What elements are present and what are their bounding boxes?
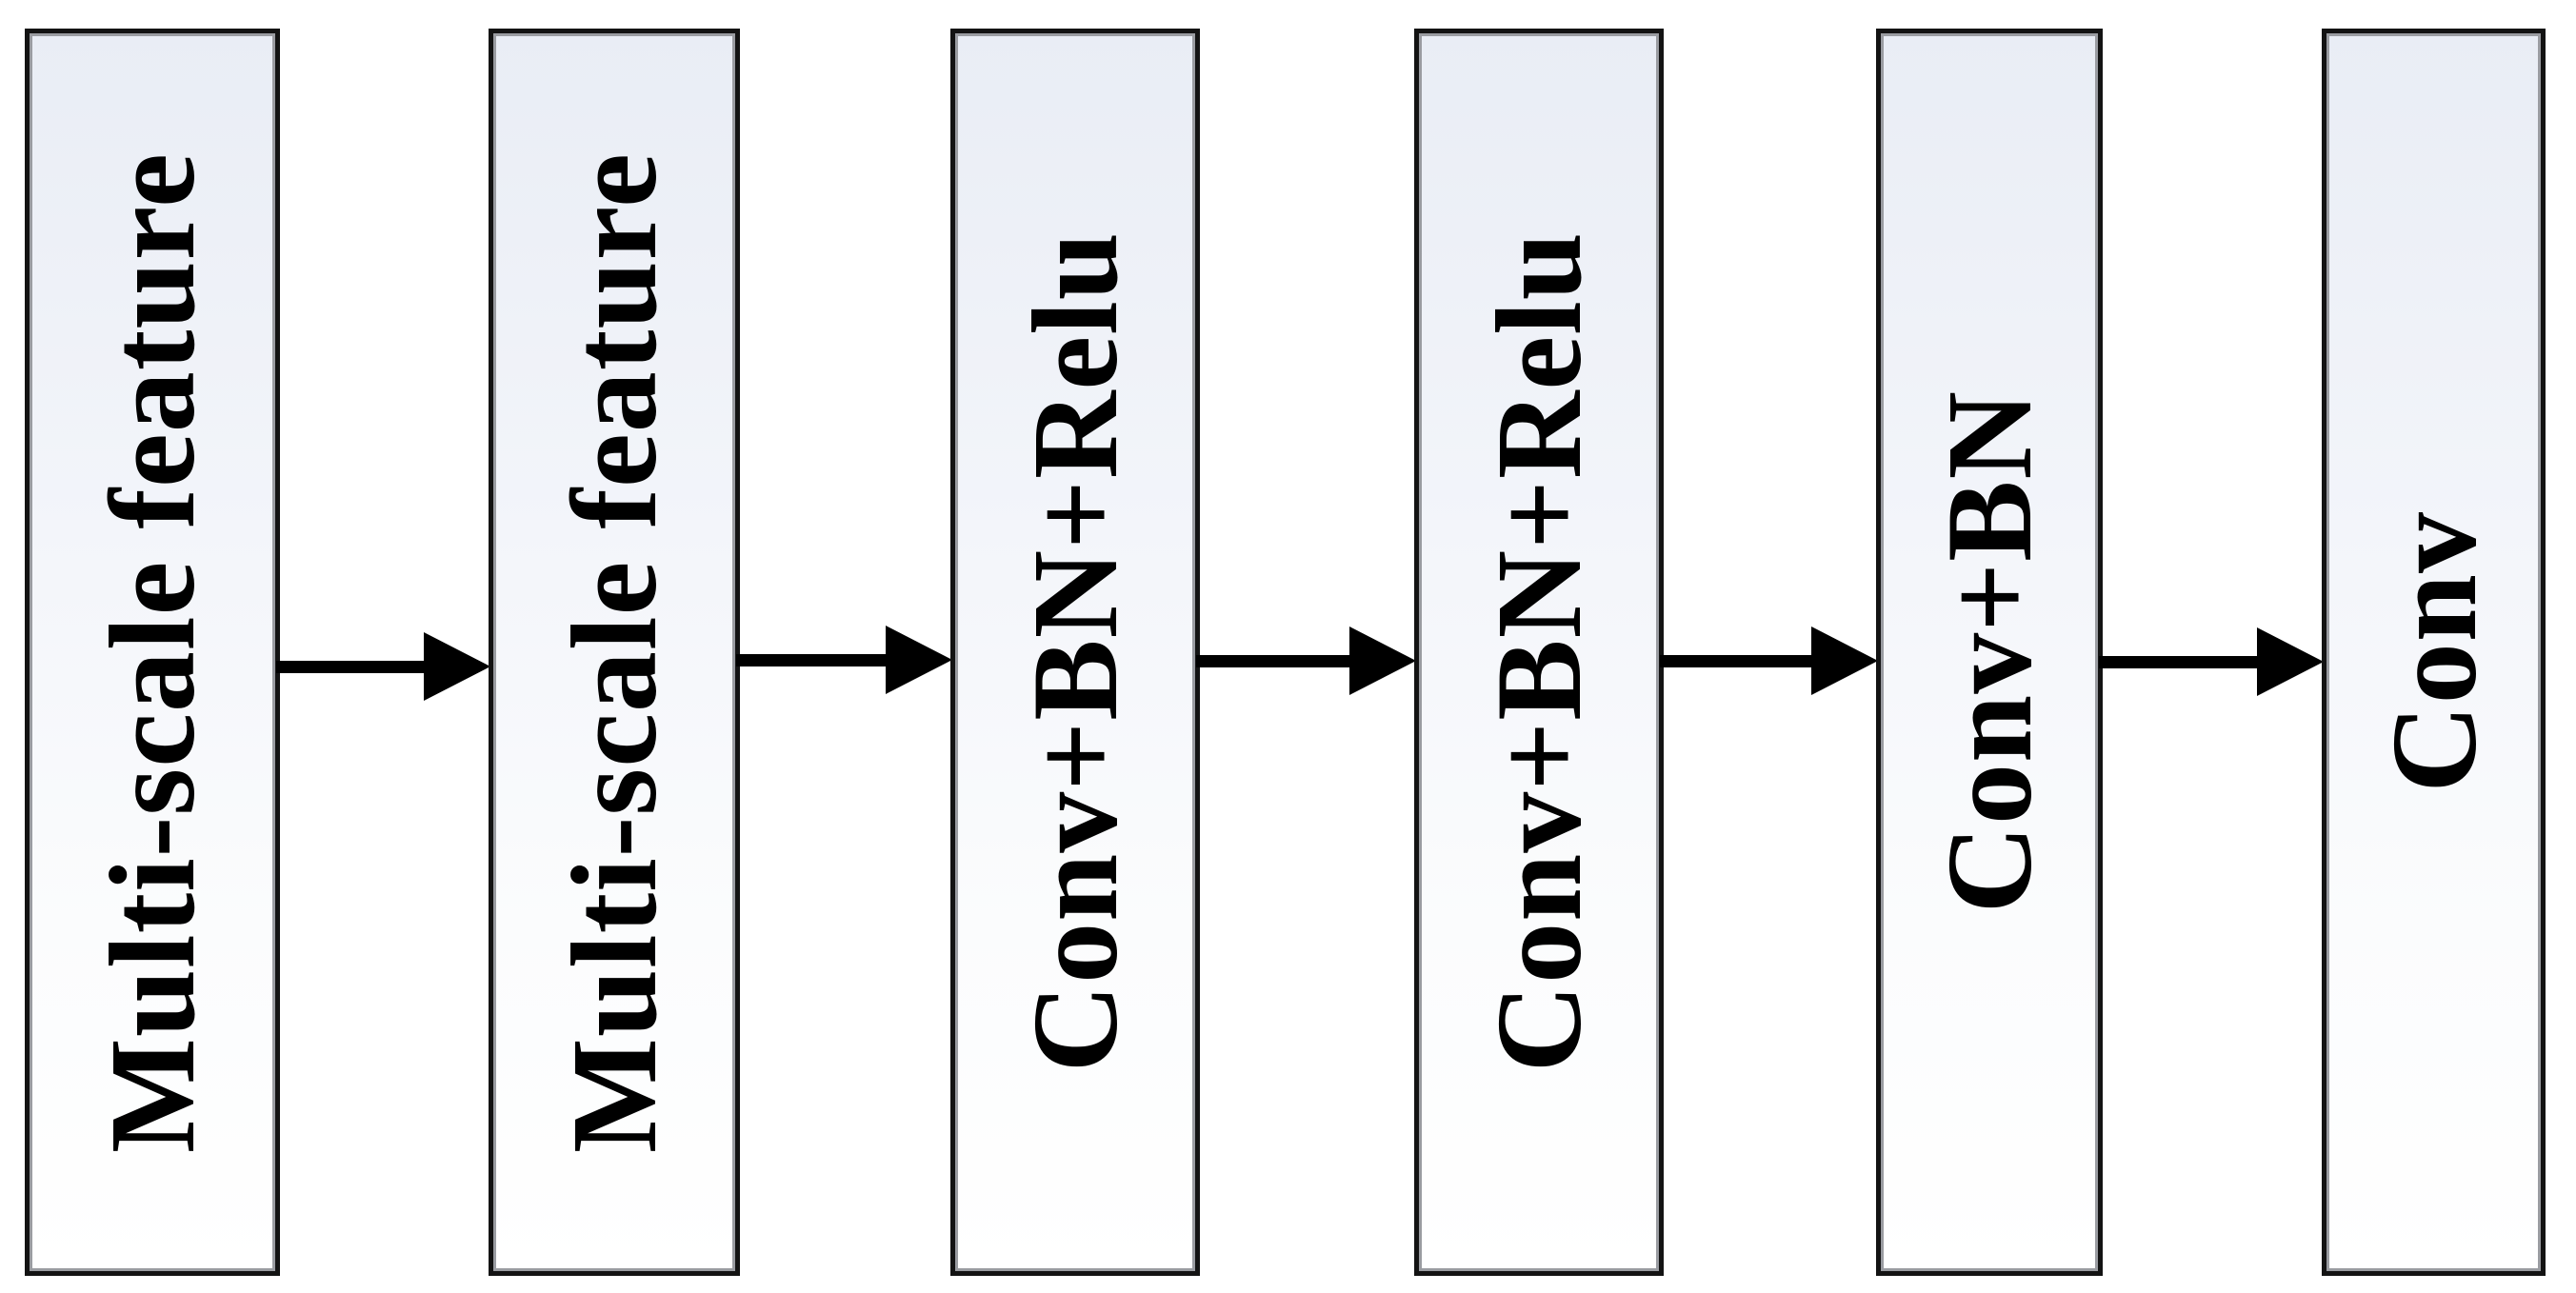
block-label: Conv+BN+Relu — [1008, 231, 1143, 1073]
block-label: Conv+BN+Relu — [1471, 231, 1607, 1073]
arrow-shaft — [1196, 654, 1353, 667]
arrow-shaft — [2099, 655, 2261, 668]
block-label: Conv — [2366, 511, 2502, 793]
pipeline-block-conv-bn: Conv+BN — [1876, 29, 2103, 1276]
pipeline-block-multi-scale-feature-2: Multi-scale feature — [489, 29, 740, 1276]
arrow-shaft — [1660, 654, 1815, 667]
arrow-shaft — [736, 653, 889, 666]
block-label: Multi-scale feature — [85, 151, 220, 1153]
arrow-head-icon — [2257, 627, 2324, 696]
flow-arrow-4 — [1660, 627, 1878, 695]
flow-arrow-2 — [736, 626, 952, 694]
pipeline-block-multi-scale-feature-1: Multi-scale feature — [25, 29, 280, 1276]
block-label: Multi-scale feature — [547, 151, 682, 1153]
arrow-shaft — [276, 660, 428, 673]
pipeline-block-conv: Conv — [2322, 29, 2546, 1276]
arrow-head-icon — [424, 632, 490, 701]
flow-arrow-3 — [1196, 627, 1416, 695]
pipeline-block-conv-bn-relu-2: Conv+BN+Relu — [1414, 29, 1664, 1276]
flow-arrow-1 — [276, 632, 490, 701]
arrow-head-icon — [1811, 627, 1878, 695]
arrow-head-icon — [886, 626, 952, 694]
arrow-head-icon — [1349, 627, 1416, 695]
pipeline-block-conv-bn-relu-1: Conv+BN+Relu — [950, 29, 1200, 1276]
flow-arrow-5 — [2099, 627, 2324, 696]
block-label: Conv+BN — [1922, 390, 2057, 914]
